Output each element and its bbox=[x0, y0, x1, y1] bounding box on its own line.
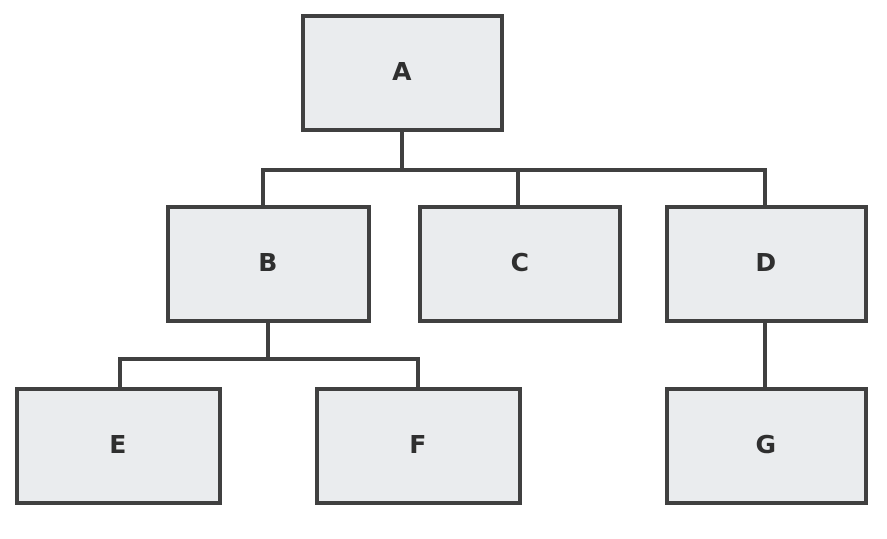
node-a-label: A bbox=[392, 57, 412, 86]
node-e[interactable]: E bbox=[15, 387, 222, 505]
node-a[interactable]: A bbox=[301, 14, 504, 132]
edge-group bbox=[118, 130, 767, 389]
node-d-label: D bbox=[755, 248, 776, 277]
node-e-box[interactable] bbox=[15, 387, 222, 505]
node-g[interactable]: G bbox=[665, 387, 868, 505]
node-g-box[interactable] bbox=[665, 387, 868, 505]
node-f[interactable]: F bbox=[315, 387, 522, 505]
node-b[interactable]: B bbox=[166, 205, 371, 323]
node-g-label: G bbox=[755, 430, 776, 459]
node-a-box[interactable] bbox=[301, 14, 504, 132]
node-d-box[interactable] bbox=[665, 205, 868, 323]
node-e-label: E bbox=[109, 430, 127, 459]
node-c-label: C bbox=[511, 248, 530, 277]
node-c[interactable]: C bbox=[418, 205, 622, 323]
node-f-box[interactable] bbox=[315, 387, 522, 505]
node-b-label: B bbox=[258, 248, 278, 277]
node-b-box[interactable] bbox=[166, 205, 371, 323]
node-f-label: F bbox=[409, 430, 427, 459]
node-d[interactable]: D bbox=[665, 205, 868, 323]
node-c-box[interactable] bbox=[418, 205, 622, 323]
